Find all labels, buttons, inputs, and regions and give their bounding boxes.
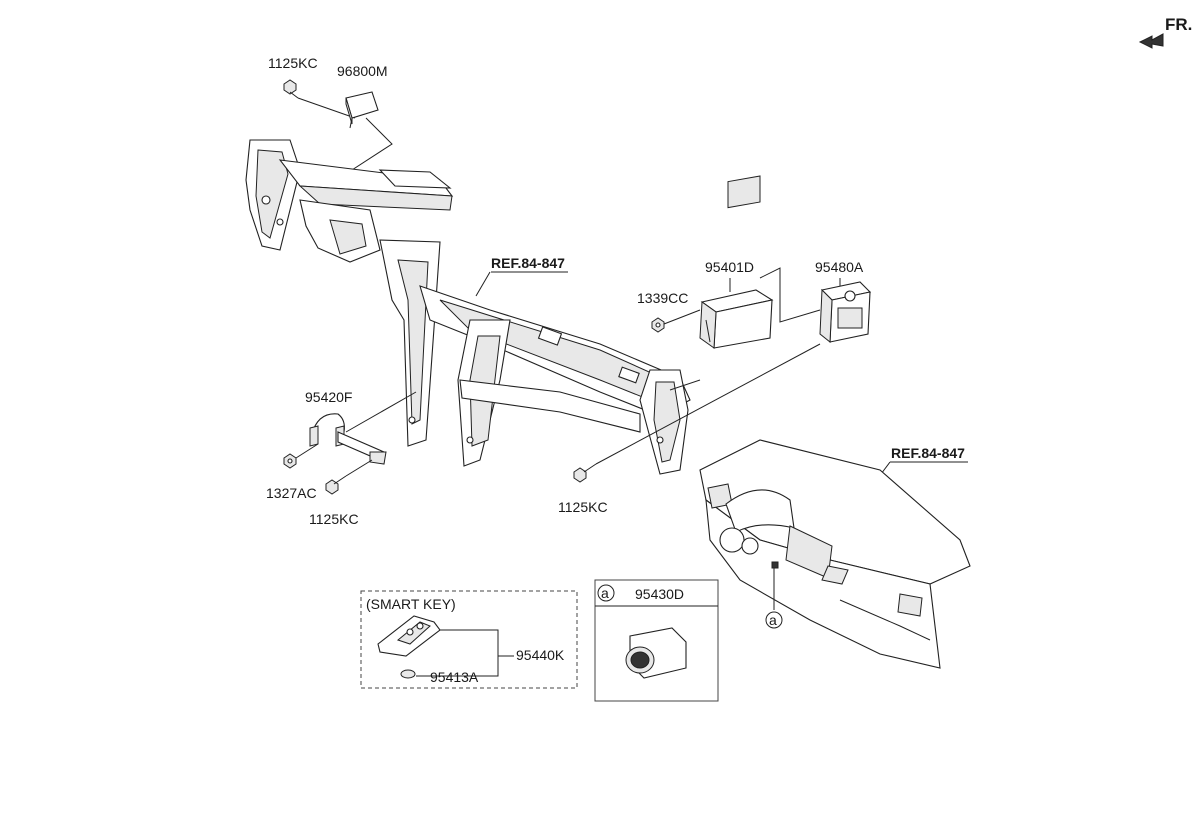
- bolt-icon: [573, 463, 597, 483]
- cowl-cross-member: [245, 139, 701, 475]
- nut-icon: [651, 317, 665, 333]
- part-label-bcm[interactable]: 95401D: [705, 259, 754, 275]
- receiver-unit-icon: [345, 91, 379, 129]
- part-label-receiver[interactable]: 96800M: [337, 63, 388, 79]
- bolt-center-assembly: 1125KC: [558, 343, 821, 515]
- callout-letter: a: [769, 612, 777, 628]
- part-label-bolt-lower-left[interactable]: 1125KC: [309, 511, 359, 527]
- ref-link-upper[interactable]: REF.84-847: [491, 255, 565, 271]
- bracket-icon: [309, 413, 387, 465]
- ref-upper: REF.84-847: [475, 255, 568, 297]
- crash-pad-assembly: REF.84-847 a: [699, 439, 971, 669]
- smart-key-fob-icon: [377, 615, 441, 657]
- start-button-box: a 95430D: [594, 579, 719, 702]
- bolt-lower-left-assembly: 1125KC: [309, 459, 373, 527]
- smart-key-title: (SMART KEY): [366, 596, 456, 612]
- part-label-nut-left[interactable]: 1327AC: [266, 485, 317, 501]
- front-label: FR.: [1165, 15, 1192, 34]
- part-label-bracket[interactable]: 95420F: [305, 389, 352, 405]
- front-direction-indicator: FR.: [1138, 15, 1192, 49]
- callout-letter: a: [601, 585, 609, 601]
- nut-icon: [283, 453, 297, 469]
- part-label-bolt-top[interactable]: 1125KC: [268, 55, 318, 71]
- bolt-icon: [283, 79, 299, 99]
- bolt-icon: [325, 475, 347, 495]
- nut-center-assembly: 1339CC: [637, 290, 701, 333]
- bcm-module-icon: [699, 175, 774, 349]
- battery-icon: [400, 669, 416, 679]
- crash-pad-icon: [699, 439, 971, 669]
- part-label-bolt-center[interactable]: 1125KC: [558, 499, 608, 515]
- bcm-module-assembly: 95401D: [699, 175, 774, 349]
- callout-a-dashboard: a: [765, 611, 783, 629]
- part-label-battery[interactable]: 95413A: [430, 669, 479, 685]
- callout-a-box: a: [597, 584, 615, 602]
- smart-key-module-assembly: 95480A: [759, 259, 872, 344]
- start-button-icon: [625, 627, 687, 679]
- smart-key-box: (SMART KEY) 95440K 95413A: [360, 590, 578, 689]
- bolt-top-assembly: 1125KC: [268, 55, 356, 119]
- part-label-smk[interactable]: 95480A: [815, 259, 864, 275]
- front-arrow-icon: [1138, 33, 1164, 49]
- part-label-start-button[interactable]: 95430D: [635, 586, 684, 602]
- bracket-assembly: 95420F: [305, 389, 417, 465]
- nut-left-assembly: 1327AC: [266, 443, 319, 501]
- ref-link-lower[interactable]: REF.84-847: [891, 445, 965, 461]
- smart-key-module-icon: [819, 281, 872, 344]
- part-label-nut-center[interactable]: 1339CC: [637, 290, 688, 306]
- part-label-smart-key-fob[interactable]: 95440K: [516, 647, 565, 663]
- receiver-assembly: 96800M: [337, 63, 393, 189]
